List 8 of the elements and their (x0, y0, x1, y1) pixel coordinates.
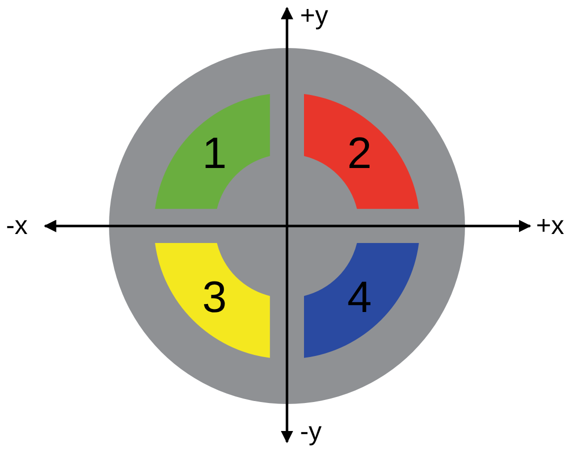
quadrant-number: 1 (202, 132, 227, 176)
quadrant-number: 4 (347, 276, 372, 320)
quadrant-number: 3 (202, 276, 227, 320)
axis-label: +x (536, 212, 564, 238)
axis-label: -y (300, 418, 322, 444)
axis-label: -x (6, 212, 28, 238)
axis-label: +y (300, 2, 328, 28)
quadrant-number: 2 (347, 132, 372, 176)
